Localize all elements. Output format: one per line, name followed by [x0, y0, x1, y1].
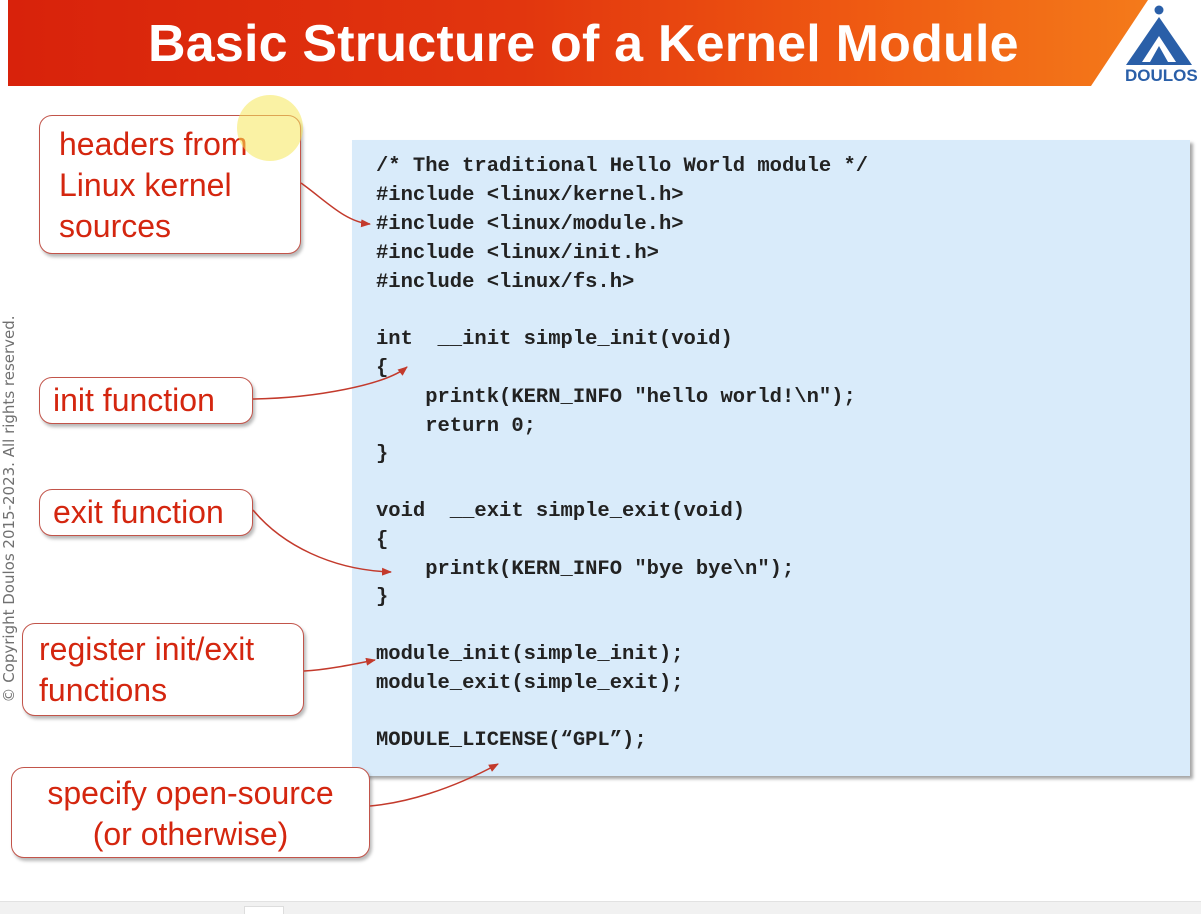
callout-license: specify open-source (or otherwise) [11, 767, 370, 858]
arrow-register [303, 657, 376, 672]
title-banner [8, 0, 1148, 86]
code-line: module_init(simple_init); [376, 643, 684, 666]
code-panel [352, 140, 1190, 776]
code-line: printk(KERN_INFO "hello world!\n"); [376, 386, 856, 409]
code-line: { [376, 529, 389, 552]
bottom-tab[interactable] [244, 906, 284, 914]
code-line: printk(KERN_INFO "bye bye\n"); [376, 558, 795, 581]
code-line: module_exit(simple_exit); [376, 672, 684, 695]
code-line: } [376, 443, 389, 466]
arrow-license [369, 763, 499, 807]
callout-line: exit function [53, 494, 224, 530]
code-line: } [376, 586, 389, 609]
callout-init: init function [39, 377, 253, 424]
callout-line: register init/exit [39, 631, 255, 667]
callout-line: sources [59, 208, 172, 244]
code-line: #include <linux/module.h> [376, 213, 684, 236]
arrow-headers [300, 182, 371, 228]
callout-line: Linux kernel [59, 167, 232, 203]
callout-line: init function [53, 382, 215, 418]
bottom-bar [0, 901, 1201, 914]
code-line: { [376, 357, 389, 380]
slide-title: Basic Structure of a Kernel Module [148, 15, 1019, 73]
callout-line: functions [39, 672, 168, 708]
code-line: #include <linux/fs.h> [376, 271, 635, 294]
code-line: void __exit simple_exit(void) [376, 500, 746, 523]
logo-text: DOULOS [1125, 66, 1198, 85]
arrow-init [252, 366, 408, 400]
arrow-exit [252, 509, 392, 576]
callout-exit: exit function [39, 489, 253, 536]
callout-register: register init/exit functions [22, 623, 304, 716]
cursor-highlight [237, 95, 303, 161]
code-line: #include <linux/init.h> [376, 242, 659, 265]
callout-line: headers from [59, 126, 248, 162]
code-line: return 0; [376, 415, 536, 438]
code-line: int __init simple_init(void) [376, 328, 733, 351]
doulos-logo-icon [1126, 5, 1192, 65]
callout-line: specify open-source [47, 775, 334, 811]
code-line: /* The traditional Hello World module */ [376, 155, 869, 178]
code-line: MODULE_LICENSE(“GPL”); [376, 729, 647, 752]
code-line: #include <linux/kernel.h> [376, 184, 684, 207]
callout-line: (or otherwise) [92, 816, 289, 852]
callout-headers: headers from Linux kernel sources [39, 115, 301, 254]
